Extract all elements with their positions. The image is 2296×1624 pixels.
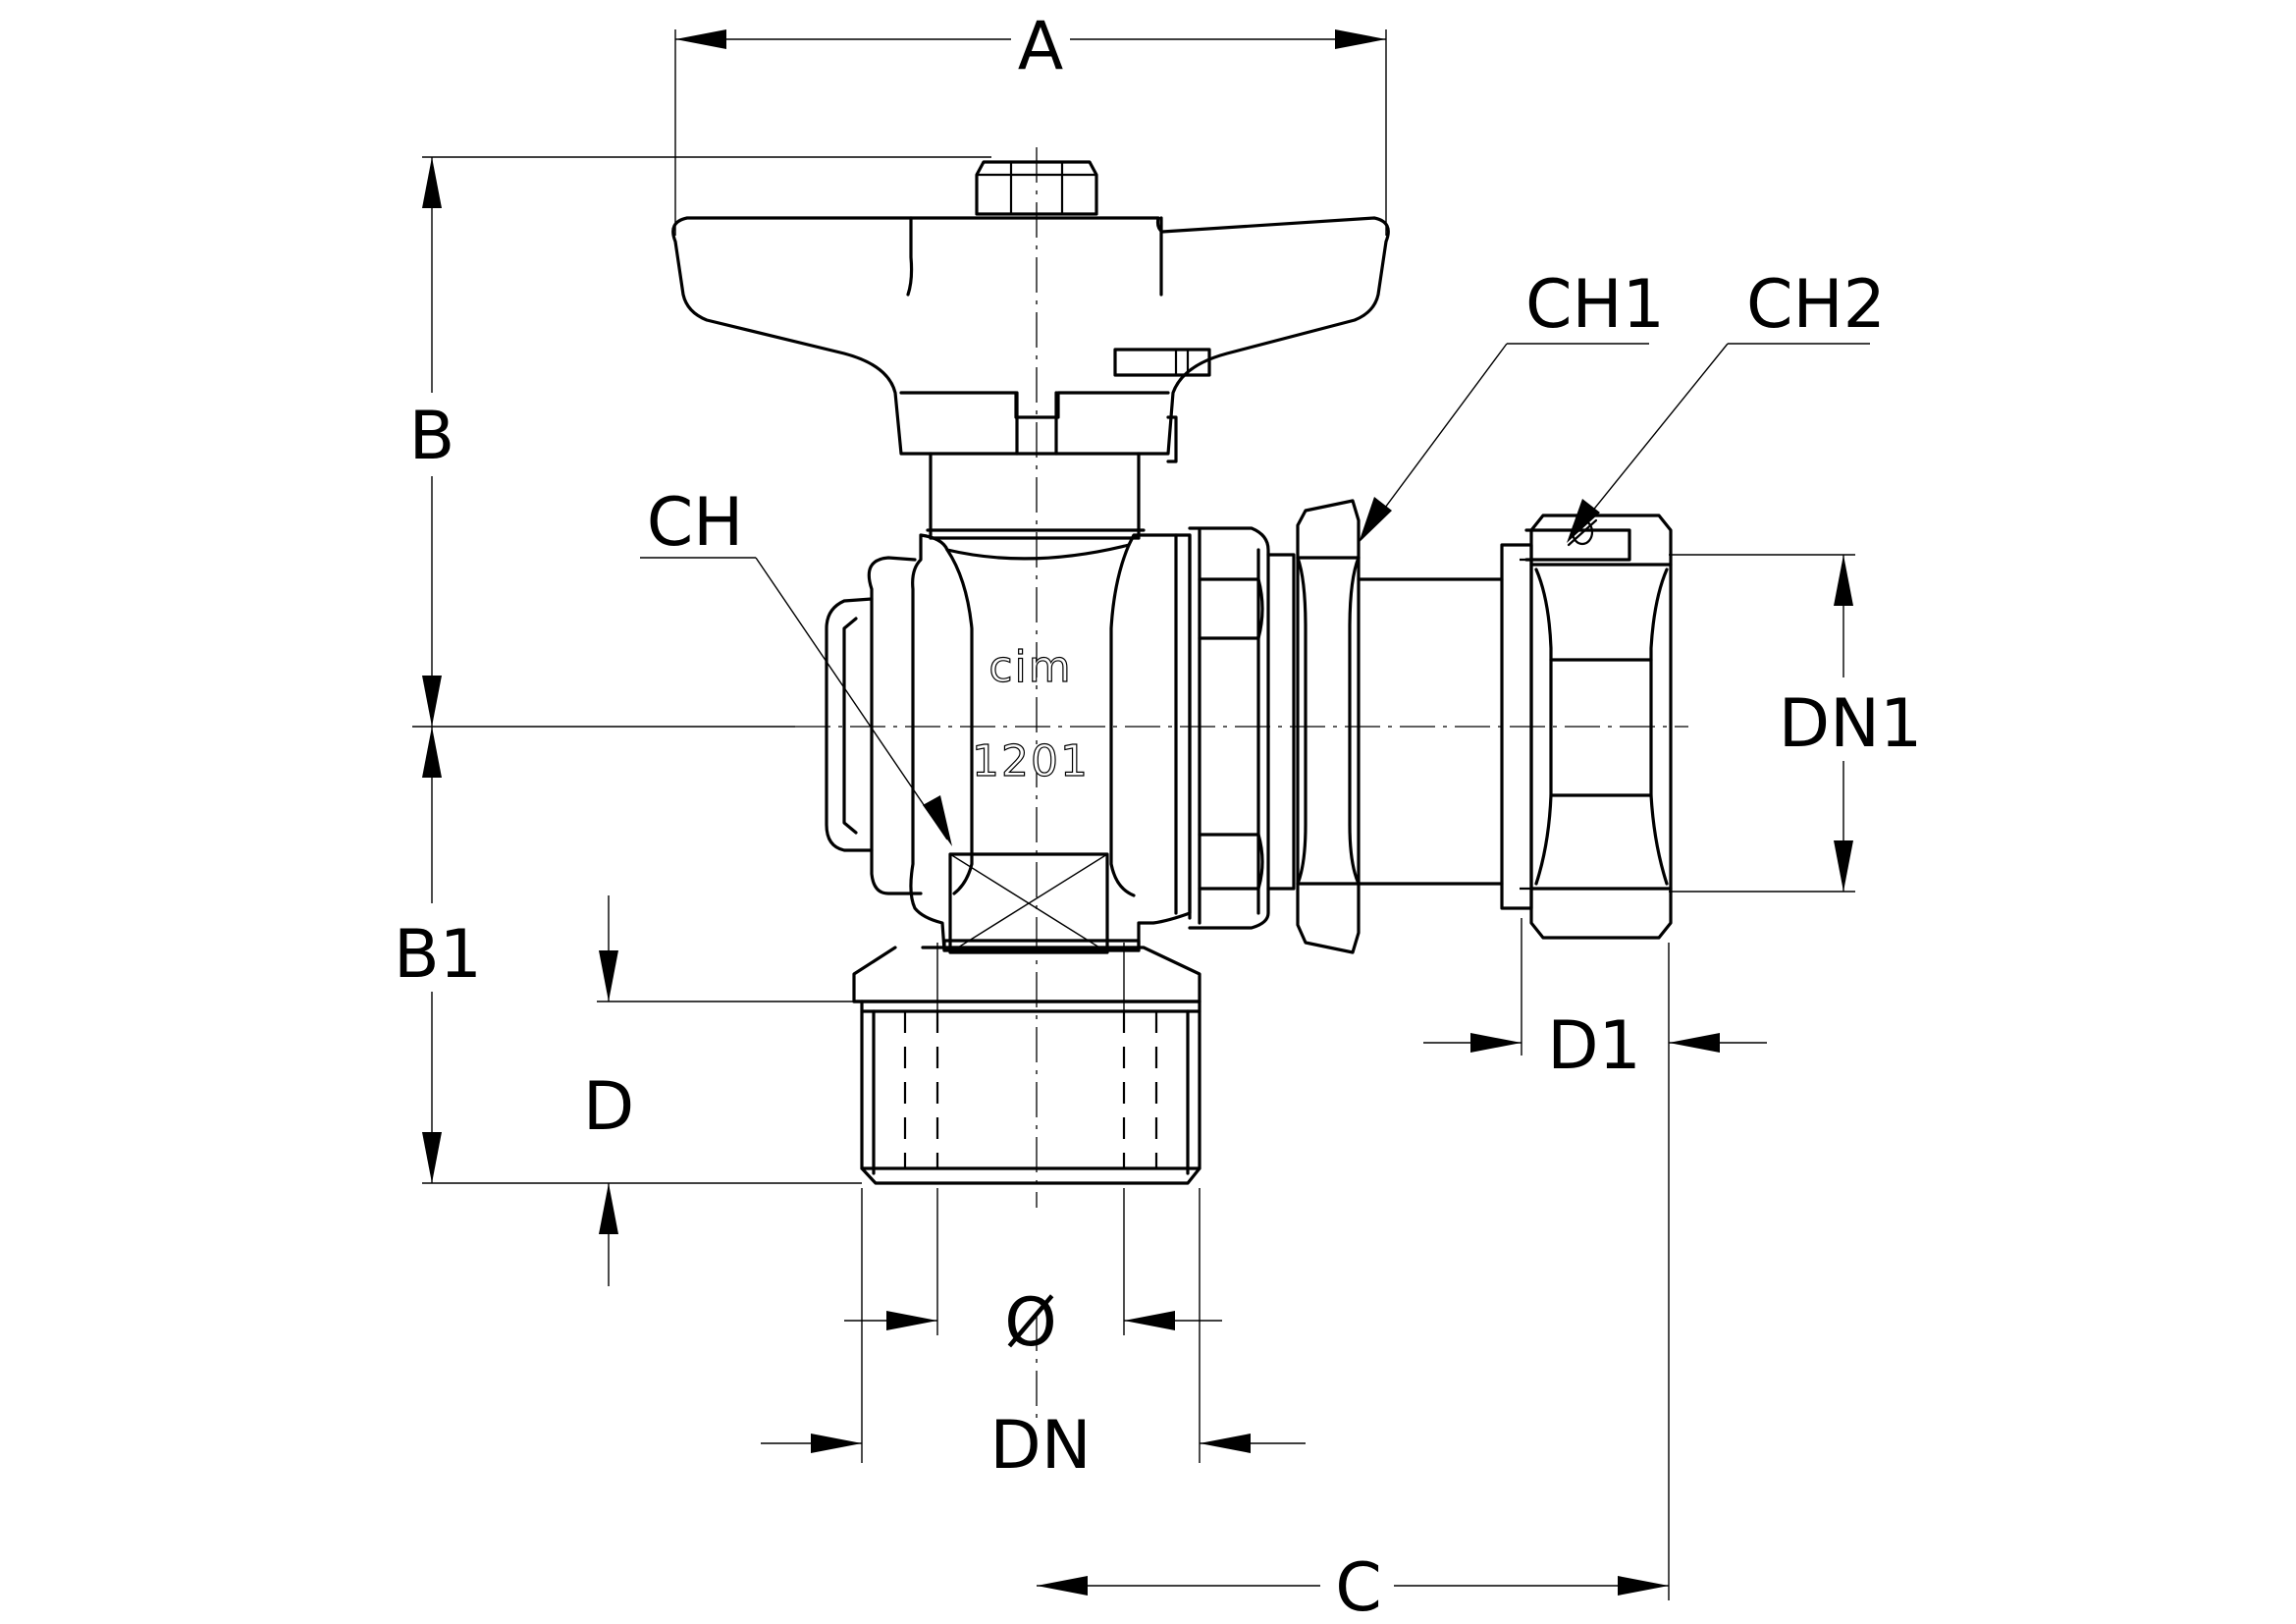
label-B: B	[409, 398, 455, 475]
male-thread-connection	[852, 939, 1201, 1185]
label-CH1: CH1	[1525, 266, 1665, 344]
dimension-labels: A B B1 D Ø DN C D1 DN1 CH CH1 CH2	[394, 8, 1922, 1624]
dimension-lines	[412, 29, 1870, 1600]
label-B1: B1	[394, 916, 482, 994]
label-CH: CH	[647, 484, 744, 562]
brand-mark: cim	[988, 642, 1072, 692]
label-D1: D1	[1547, 1007, 1641, 1085]
label-DN1: DN1	[1779, 685, 1923, 763]
label-A: A	[1018, 8, 1064, 85]
label-DN: DN	[989, 1407, 1091, 1485]
butterfly-handle	[671, 160, 1390, 463]
valve-body: cim 1201	[825, 533, 1192, 954]
center-lines	[795, 147, 1688, 1424]
stem-neck	[926, 452, 1146, 540]
union-connection	[1188, 499, 1673, 954]
label-CH2: CH2	[1746, 266, 1886, 344]
label-C: C	[1335, 1549, 1381, 1624]
label-diameter: Ø	[1004, 1284, 1057, 1362]
label-D: D	[583, 1068, 634, 1146]
model-mark: 1201	[972, 736, 1090, 786]
